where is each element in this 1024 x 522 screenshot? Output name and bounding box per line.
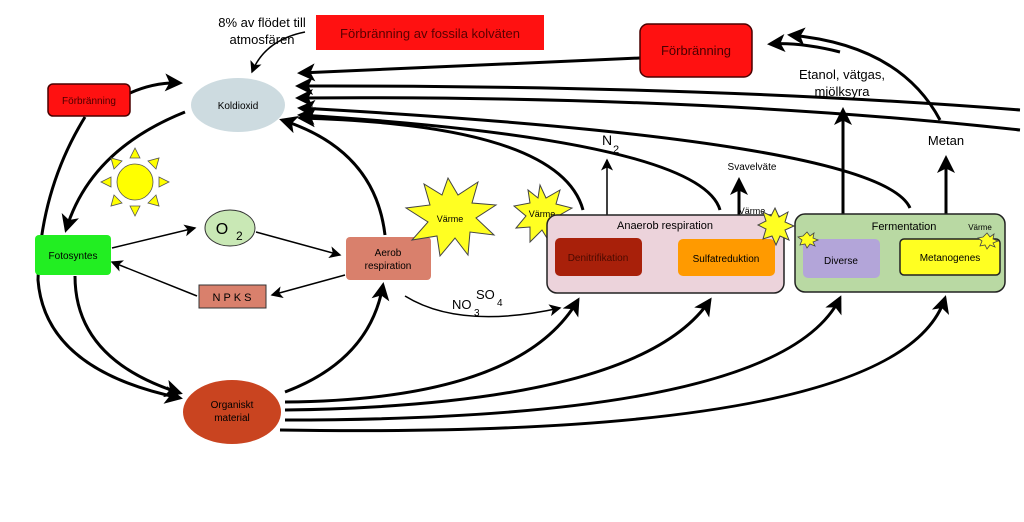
- npks-box: [198, 284, 267, 309]
- heat-starburst-icon: [797, 231, 820, 249]
- aerobic-to-npks-arrow: [270, 274, 346, 299]
- methanogenesis-box: [899, 238, 1001, 276]
- so4-label: SO: [476, 287, 495, 302]
- heat-label: Värme: [739, 206, 766, 216]
- photosynthesis-to-organic-arrow: [73, 275, 183, 398]
- co2-to-photosynthesis-arrow: [61, 110, 186, 233]
- o2-subscript: 2: [236, 229, 243, 243]
- diverse-label: Diverse: [824, 256, 858, 267]
- combustion-from-organic-arrow: [36, 116, 183, 404]
- heat-starburst-icon: [977, 232, 1000, 250]
- methanogenesis-label: Metanogenes: [920, 253, 981, 264]
- no3-label: NO: [452, 297, 472, 312]
- n2-label: N: [602, 132, 612, 148]
- organic-to-denitrification-arrow: [284, 297, 580, 404]
- so4-subscript: 4: [497, 298, 503, 309]
- combustion-right-label: Förbränning: [661, 43, 731, 58]
- heat-starburst-icon: Värme: [404, 176, 498, 258]
- fossil-combustion-label: Förbränning av fossila kolväten: [340, 26, 520, 41]
- h2s-label: Svavelväte: [728, 162, 777, 173]
- organic-to-methanogenesis-arrow: [279, 295, 950, 433]
- sulfate-to-co2-arrow: [297, 106, 722, 211]
- return-arrow-1: [295, 76, 1021, 112]
- organic-to-aerobic-arrow: [284, 282, 390, 394]
- anaerobic-label: Anaerob respiration: [617, 220, 713, 232]
- fermentation-to-co2-arrow: [297, 99, 912, 209]
- sulfate-reduction-box: [678, 239, 775, 276]
- heat-label: Värme: [529, 209, 556, 219]
- products-label-2: mjölksyra: [815, 84, 871, 99]
- nitrate-sulfate-arrow: [404, 295, 562, 318]
- flow-arrows: [36, 27, 1021, 433]
- no3-subscript: 3: [474, 308, 480, 319]
- organic-material-node: [183, 380, 281, 444]
- heat-starburst-icon: [756, 206, 796, 247]
- diverse-box: [803, 239, 880, 278]
- o2-node: [204, 209, 256, 247]
- return-arrow-2: [295, 88, 1021, 132]
- fossil-combustion-box: [316, 15, 544, 50]
- organic-label: Organiskt: [211, 400, 254, 411]
- combustion-to-co2-arrow: [129, 73, 183, 95]
- heat-label: Värme: [437, 214, 464, 224]
- flow-note: 8% av flödet till: [218, 15, 306, 30]
- o2-to-aerobic-arrow: [255, 231, 342, 259]
- sun-icon: [100, 147, 170, 217]
- heat-label: Värme: [968, 223, 992, 232]
- npks-to-photosynthesis-arrow: [110, 260, 198, 297]
- co2-label: Koldioxid: [218, 101, 259, 112]
- o2-label: O: [216, 221, 228, 238]
- combustion-right-to-co2-arrow: [297, 56, 641, 82]
- products-label: Etanol, vätgas,: [799, 67, 885, 82]
- denitrification-to-co2-arrow: [297, 109, 585, 211]
- organic-label-2: material: [214, 413, 250, 424]
- methane-label: Metan: [928, 133, 964, 148]
- photosynthesis-label: Fotosyntes: [49, 251, 98, 262]
- heat-starburst-icon: Värme: [512, 183, 574, 245]
- aerobic-respiration-box: [346, 237, 431, 280]
- flow-note-2: atmosfären: [229, 32, 294, 47]
- organic-to-diverse-arrow: [284, 295, 842, 422]
- fossil-to-co2-arrow: [250, 31, 306, 74]
- npks-label: N P K S: [213, 292, 252, 304]
- products-to-combustion-arrow: [767, 34, 841, 54]
- co2-node: [191, 78, 285, 132]
- denitrification-box: [555, 238, 642, 276]
- aerobic-to-co2-arrow: [279, 116, 387, 236]
- aerobic-label-2: respiration: [365, 261, 412, 272]
- organic-to-sulfate-arrow: [284, 297, 712, 412]
- photosynthesis-box: [35, 235, 111, 275]
- sulfate-reduction-label: Sulfatreduktion: [693, 254, 760, 265]
- combustion-left-box: [47, 83, 131, 117]
- denitrification-label: Denitrifikation: [568, 253, 629, 264]
- n2-subscript: 2: [613, 144, 619, 156]
- photosynthesis-to-o2-arrow: [111, 224, 197, 249]
- fermentation-label: Fermentation: [872, 221, 937, 233]
- aerobic-label: Aerob: [375, 248, 402, 259]
- combustion-right-box: [639, 23, 753, 78]
- combustion-left-label: Förbränning: [62, 96, 116, 107]
